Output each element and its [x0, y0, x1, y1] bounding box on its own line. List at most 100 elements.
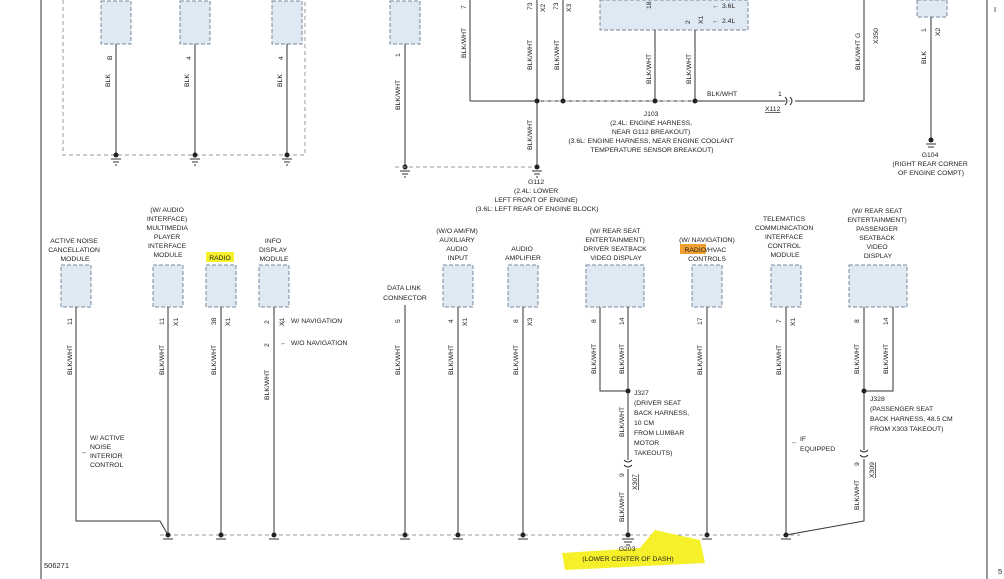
connector-box [389, 0, 421, 45]
arrow-icon: ← [712, 18, 719, 25]
engine-variant-label: 3.6L [722, 3, 735, 10]
connector-id: X1 [173, 317, 180, 326]
pin-number: 2 [264, 343, 271, 347]
pin-number: 7 [776, 319, 783, 323]
wo-navigation-note: W/O NAVIGATION [291, 340, 347, 347]
wire-color-label: BLK [105, 74, 112, 87]
wire-color-label: BLK/WHT [448, 345, 455, 375]
splice-node [534, 98, 540, 104]
ground-g203-symbol [622, 538, 634, 546]
connector-id: X1 [698, 15, 705, 24]
module-info-display-label: INFO DISPLAY MODULE [259, 238, 289, 263]
connector-box [848, 264, 908, 308]
wire-color-label: BLK/WHT [854, 344, 861, 374]
wire-color-label: BLK/WHT [461, 28, 468, 58]
wire-color-label: BLK/WHT [619, 407, 626, 437]
g203-highlight [562, 530, 705, 570]
splice-j327-label: J327 (DRIVER SEAT BACK HARNESS, 10 CM FR… [634, 390, 691, 457]
module-radio-hvac-qualifier: (W/ NAVIGATION) [679, 237, 735, 244]
connector-id: X307 [632, 474, 639, 490]
pin-number: 14 [619, 317, 626, 325]
module-active-noise-label: ACTIVE NOISE CANCELLATION MODULE [48, 238, 102, 263]
arrow-icon: ← [280, 318, 287, 325]
connector-box [100, 0, 132, 45]
splice-node [560, 98, 566, 104]
wire-color-label: BLK/WHT [159, 345, 166, 375]
pin-number: 73 [527, 2, 534, 10]
wire-color-label: BLK/WHT [67, 345, 74, 375]
ground-g112-label: G112 (2.4L: LOWER LEFT FRONT OF ENGINE) … [475, 179, 598, 213]
connector-box [585, 264, 645, 308]
wire-color-label: BLK/WHT [646, 54, 653, 84]
pin-number: 4 [448, 319, 455, 323]
module-aux-audio-label: (W/O AM/FM) AUXILIARY AUDIO INPUT [436, 228, 479, 262]
module-passenger-seatback-label: (W/ REAR SEAT ENTERTAINMENT) PASSENGER S… [847, 208, 908, 260]
figure-number: 506271 [44, 561, 69, 570]
margin-mark: 5 [998, 567, 1002, 576]
wire-color-label: BLK/WHT [264, 370, 271, 400]
connector-box [916, 0, 948, 18]
ground-node-g104 [928, 137, 934, 143]
connector-box [507, 264, 539, 308]
active-noise-note: W/ ACTIVE NOISE INTERIOR CONTROL [90, 435, 126, 469]
connector-id: X2 [935, 27, 942, 36]
pin-number: 9 [619, 473, 626, 477]
connector-box [258, 264, 290, 308]
pin-number: 73 [553, 2, 560, 10]
connector-box [60, 264, 92, 308]
splice-j328-label: J328 (PASSENGER SEAT BACK HARNESS, 48.5 … [870, 396, 955, 433]
engine-variant-label: 2.4L [722, 18, 735, 25]
wire-color-label: BLK/WHT [619, 492, 626, 522]
connector-box [152, 264, 184, 308]
connector-box [691, 264, 723, 308]
pin-number: 8 [591, 319, 598, 323]
connector-id: X350 [873, 28, 880, 44]
module-radio-hvac-hvac: /HVAC [706, 247, 726, 254]
w-navigation-note: W/ NAVIGATION [291, 318, 342, 325]
pin-number: 2 [264, 320, 271, 324]
wire-color-label: BLK/WHT [883, 344, 890, 374]
module-telematics-label: TELEMATICS COMMUNICATION INTERFACE CONTR… [755, 216, 815, 259]
wire-color-label: BLK/WHT G [855, 33, 862, 70]
connector-id: X309 [869, 462, 876, 478]
splice-j103-label: J103 (2.4L: ENGINE HARNESS, NEAR G112 BR… [568, 111, 735, 154]
module-radio-hvac-controls: CONTROLS [688, 256, 726, 263]
wire-color-label: BLK/WHT [619, 344, 626, 374]
pin-number: 5 [395, 319, 402, 323]
module-boundary [62, 0, 306, 156]
arrow-icon: ← [712, 3, 719, 10]
connector-box [271, 0, 303, 45]
connector-id: X3 [527, 317, 534, 326]
connector-id: X1 [462, 317, 469, 326]
pin-number: 18 [646, 1, 653, 9]
wire-color-label: BLK/WHT [395, 345, 402, 375]
pin-number: 17 [697, 317, 704, 325]
splice-node [192, 152, 198, 158]
splice-node [652, 98, 658, 104]
pin-number: 4 [186, 56, 193, 60]
connector-id: X1 [225, 317, 232, 326]
if-equipped-note: IF EQUIPPED [800, 436, 835, 453]
pin-number: B [107, 55, 114, 60]
splice-node [284, 152, 290, 158]
arrow-icon: ← [791, 439, 798, 446]
pin-number: 8 [854, 319, 861, 323]
pin-number: 11 [67, 318, 74, 325]
connector-box [179, 0, 211, 45]
ground-node-g112 [534, 164, 540, 170]
splice-node-j328 [861, 388, 867, 394]
wire-color-label: BLK/WHT [697, 345, 704, 375]
wire-color-label: BLK [184, 74, 191, 87]
module-audio-amp-label: AUDIO AMPLIFIER [505, 246, 541, 262]
pin-number: 7 [461, 5, 468, 9]
margin-mark: I [994, 5, 996, 14]
connector-id: X3 [566, 3, 573, 12]
module-radio-hvac-radio: RADIO [684, 247, 706, 254]
ground-g104-label: G104 (RIGHT REAR CORNER OF ENGINE COMPT) [892, 152, 969, 177]
pin-number: 1 [778, 91, 782, 98]
wire-color-label: BLK [277, 74, 284, 87]
splice-node-j327 [625, 388, 631, 394]
pin-number: 14 [883, 317, 890, 325]
module-driver-seatback-label: (W/ REAR SEAT ENTERTAINMENT) DRIVER SEAT… [583, 228, 648, 262]
